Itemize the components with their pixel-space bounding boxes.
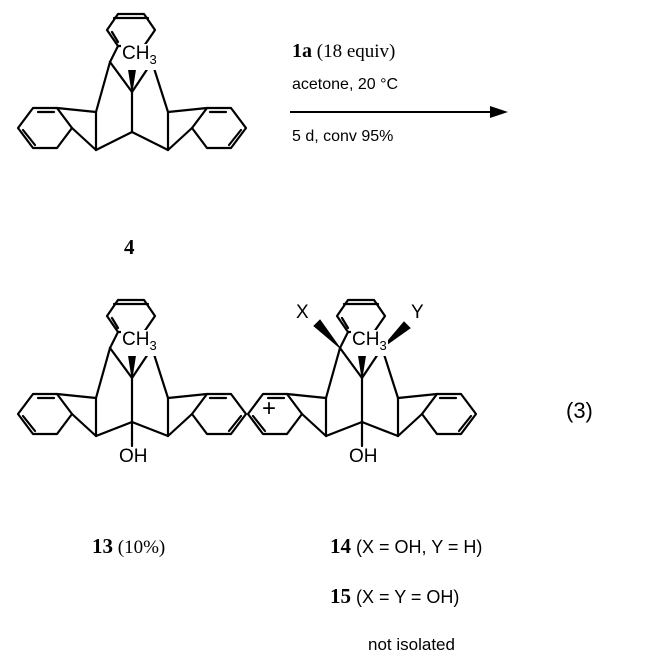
compound-13-oh-label: OH (118, 446, 149, 467)
compound-13-ch3-label: CH3 (121, 330, 158, 356)
compound-14-label: 14 (X = OH, Y = H) (330, 534, 483, 558)
compound-4-label: 4 (124, 235, 135, 259)
compound-14-x-label: X (295, 302, 310, 323)
reagent-line: 1a (18 equiv) (292, 40, 396, 62)
compound-15-label: 15 (X = Y = OH) (330, 584, 460, 608)
conditions-time-conversion: 5 d, conv 95% (292, 128, 394, 145)
compound-14-y-label: Y (410, 302, 425, 323)
compound-13-label: 13 (10%) (92, 534, 166, 558)
compound-4-ch3-label: CH3 (121, 44, 158, 70)
compound-14-oh-label: OH (348, 446, 379, 467)
conditions-solvent-temp: acetone, 20 °C (292, 76, 399, 93)
equation-number: (3) (566, 398, 593, 423)
plus-sign: + (262, 395, 277, 422)
compound-14-ch3-label: CH3 (351, 330, 388, 356)
not-isolated-note: not isolated (368, 635, 455, 654)
